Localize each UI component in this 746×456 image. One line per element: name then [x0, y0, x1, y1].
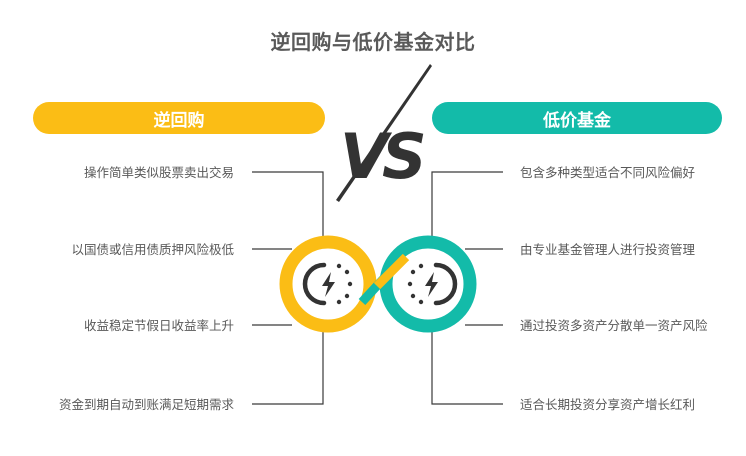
left-item-1: 操作简单类似股票卖出交易	[83, 165, 234, 180]
right-item-3: 通过投资多资产分散单一资产风险	[520, 318, 708, 333]
left-heading-pill: 逆回购	[33, 102, 325, 134]
left-item-2: 以国债或信用债质押风险极低	[71, 242, 234, 257]
vs-icon: VS	[336, 64, 432, 202]
left-item-4-text: 资金到期自动到账满足短期需求	[58, 397, 234, 412]
page-title: 逆回购与低价基金对比	[270, 30, 476, 54]
right-item-4: 适合长期投资分享资产增长红利	[520, 397, 696, 412]
left-item-3: 收益稳定节假日收益率上升	[83, 318, 234, 333]
svg-text:VS: VS	[340, 120, 424, 193]
right-item-2: 由专业基金管理人进行投资管理	[520, 242, 696, 257]
infinity-rings	[279, 235, 477, 333]
left-connectors	[252, 171, 324, 405]
right-connectors	[431, 171, 503, 405]
left-item-4: 资金到期自动到账满足短期需求	[34, 396, 234, 413]
right-item-1: 包含多种类型适合不同风险偏好	[520, 165, 696, 180]
right-heading: 低价基金	[543, 110, 611, 131]
left-heading: 逆回购	[153, 110, 205, 131]
right-lightning-charge-icon	[407, 262, 458, 306]
left-lightning-charge-icon	[302, 262, 353, 306]
right-heading-pill: 低价基金	[432, 102, 722, 134]
